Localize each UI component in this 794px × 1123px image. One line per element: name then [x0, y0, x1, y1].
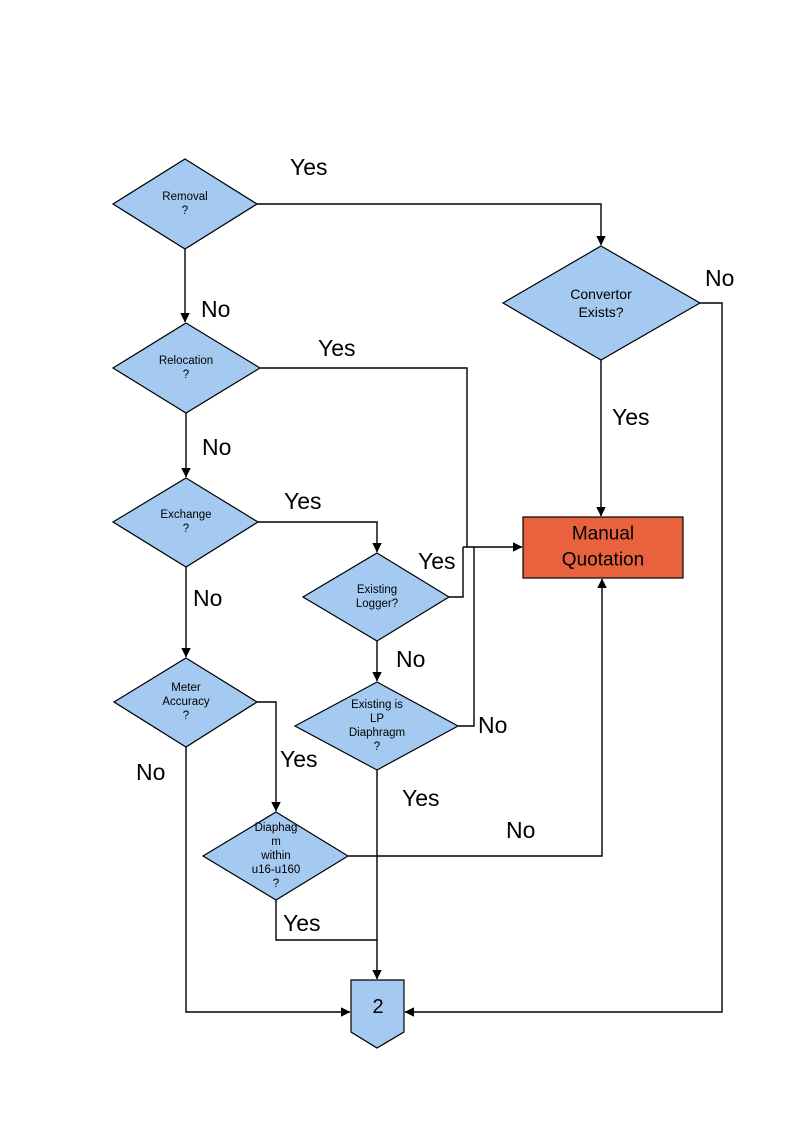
edge-existing-logger-yes	[449, 547, 464, 598]
edge-meter-accuracy-no	[185, 747, 351, 1017]
edge-relocation-yes	[260, 367, 468, 547]
edge-diaphragm-no	[348, 578, 607, 857]
edge-diaphragm-yes	[275, 900, 377, 941]
offpage-connector-shape	[350, 979, 405, 1049]
existing-logger-diamond	[301, 552, 451, 642]
removal-diamond	[111, 158, 259, 250]
diaphragm-within-diamond	[201, 811, 350, 901]
edge-exchange-yes	[258, 521, 382, 553]
edge-meter-accuracy-yes	[257, 701, 281, 812]
relocation-diamond	[111, 322, 262, 414]
existing-lp-diaphragm-diamond	[293, 681, 460, 771]
edge-removal-yes	[257, 203, 606, 246]
convertor-exists-diamond	[501, 245, 702, 361]
manual-quotation-box	[522, 516, 684, 579]
edge-convertor-no	[404, 302, 723, 1017]
meter-accuracy-diamond	[112, 657, 259, 748]
edge-existing-lp-no	[458, 547, 475, 727]
exchange-diamond	[111, 477, 260, 568]
